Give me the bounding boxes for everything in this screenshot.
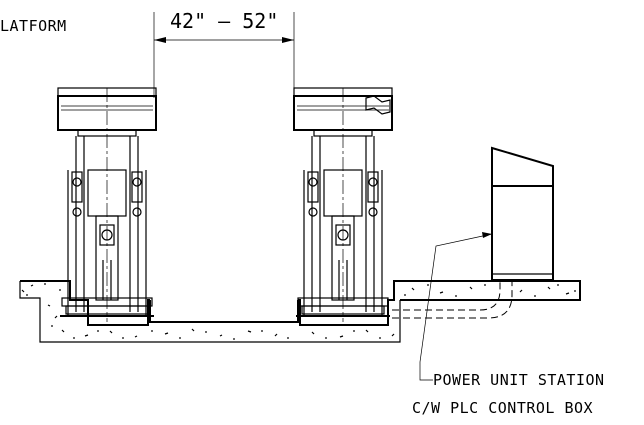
power-unit-cabinet (491, 146, 554, 281)
dimension-label: 42" – 52" (170, 9, 278, 33)
power-unit-label: POWER UNIT STATION (433, 371, 605, 389)
plc-control-box-label: C/W PLC CONTROL BOX (412, 399, 593, 417)
dimension-line (153, 12, 295, 98)
hydraulic-lines (392, 280, 513, 319)
concrete-floor (19, 280, 581, 343)
left-lift-column (57, 87, 157, 322)
right-lift-column (293, 87, 393, 322)
leader-line (419, 232, 493, 381)
platform-label: LATFORM (0, 17, 67, 35)
